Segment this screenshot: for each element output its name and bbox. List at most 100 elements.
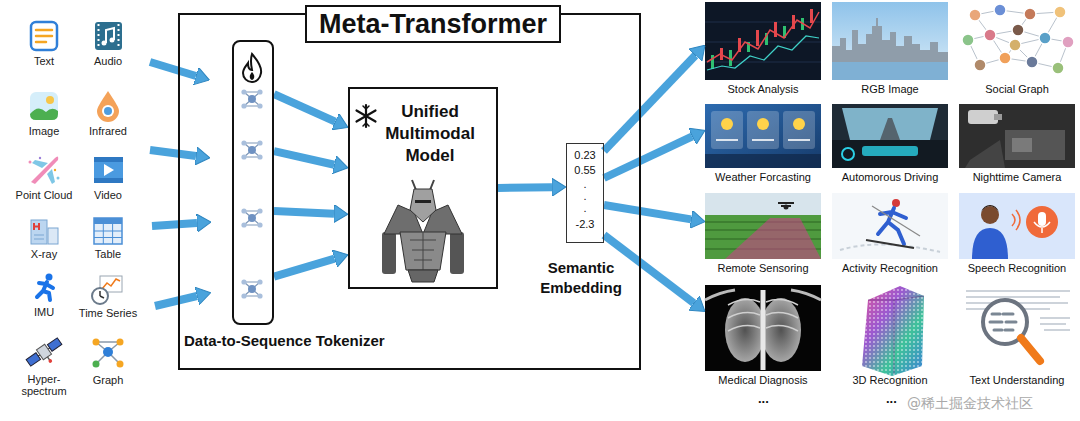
modality-label: IMU <box>12 306 76 318</box>
task-tile: Weather Forcasting <box>705 104 821 184</box>
modality-icon: Table <box>76 214 140 260</box>
xray-icon <box>31 220 47 244</box>
time-series-icon <box>92 276 122 304</box>
graph-icon <box>103 347 113 357</box>
activity-image <box>840 244 940 252</box>
graph-icon <box>96 342 120 364</box>
vector-value: 0.55 <box>567 163 603 178</box>
weather-image <box>747 111 779 149</box>
embedding-vector: 0.230.55...-2.3Semantic Embedding <box>566 143 604 243</box>
social-graph-image <box>1062 36 1074 48</box>
point-cloud-icon <box>57 177 60 180</box>
night-camera-image <box>1012 138 1032 152</box>
tokenizer-icons <box>241 54 262 299</box>
xray-image <box>705 290 821 300</box>
modality-label: Time Series <box>76 307 140 319</box>
modality-label: Graph <box>76 374 140 386</box>
stock-image <box>756 30 759 46</box>
remote-sensing-image <box>705 215 821 259</box>
task-tile: Activity Recognition <box>832 193 948 275</box>
xray-image <box>705 285 821 371</box>
embedding-label: Semantic Embedding <box>538 258 624 298</box>
night-camera-image <box>959 104 1075 168</box>
infrared-icon <box>104 107 112 115</box>
tokenizer-icons <box>243 54 261 82</box>
remote-sensing-image <box>705 193 821 259</box>
activity-image <box>866 240 914 248</box>
point-cloud-image <box>862 286 924 376</box>
weather-image <box>716 139 810 141</box>
text-analysis-image <box>1021 338 1040 361</box>
point-cloud-image <box>862 286 924 376</box>
text-analysis-image <box>990 314 1016 330</box>
social-graph-image <box>1024 8 1036 20</box>
audio-icon <box>106 28 114 43</box>
ellipsis: ... <box>886 391 897 406</box>
time-series-icon <box>102 279 120 289</box>
hyperspectrum-icon <box>36 344 51 360</box>
robot-illustration <box>415 200 431 203</box>
tokenizer-icons <box>241 140 262 159</box>
stock-image <box>705 2 821 80</box>
task-tile: Stock Analysis <box>705 2 821 96</box>
image-icon <box>30 108 58 120</box>
text-icon <box>31 22 57 50</box>
driving-image <box>862 146 918 156</box>
flow-arrow <box>274 259 335 277</box>
weather-image <box>793 118 805 130</box>
robot-illustration <box>450 232 464 274</box>
graph-icon <box>93 361 100 368</box>
table-icon <box>94 218 122 224</box>
night-camera-image <box>965 140 1005 168</box>
activity-image <box>832 193 948 259</box>
city-image <box>832 62 948 80</box>
activity-image <box>832 193 948 259</box>
weather-image <box>757 118 769 130</box>
text-analysis-image <box>966 291 1070 361</box>
input-arrows <box>152 223 197 226</box>
audio-icon <box>110 38 115 43</box>
modality-label: Table <box>76 248 140 260</box>
task-label: Nighttime Camera <box>959 171 1075 184</box>
speech-image <box>1026 206 1058 238</box>
tokenizer-label: Data-to-Sequence Tokenizer <box>184 331 385 350</box>
vector-value: . <box>567 190 603 202</box>
infrared-icon <box>102 105 114 117</box>
modality-label: Audio <box>76 55 140 67</box>
social-graph-image <box>1026 56 1038 68</box>
task-label: Social Graph <box>959 83 1075 96</box>
modality-icon: Text <box>12 21 76 67</box>
flow-arrow <box>604 136 692 178</box>
modality-icon: Hyper- spectrum <box>12 339 76 397</box>
ellipsis: ... <box>758 391 769 406</box>
robot-illustration <box>382 180 464 282</box>
stock-image <box>774 22 777 37</box>
driving-image <box>842 148 854 160</box>
input-arrows <box>150 62 196 76</box>
xray-image <box>705 285 821 371</box>
speech-image <box>981 205 999 212</box>
social-graph-image <box>974 59 986 71</box>
task-label: Medical Diagnosis <box>705 374 821 387</box>
snowflake-icon <box>357 105 376 127</box>
task-tile: RGB Image <box>832 2 948 96</box>
flow-arrow <box>498 183 552 192</box>
audio-icon <box>102 41 107 46</box>
social-graph-image <box>962 4 1074 74</box>
model-box: Unified Multimodal Model <box>348 87 498 289</box>
vector-value: -2.3 <box>567 217 603 232</box>
social-graph-image <box>1054 6 1066 18</box>
tokenizer-box: Data-to-Sequence Tokenizer <box>232 40 274 325</box>
task-label: Remote Sensoring <box>705 262 821 275</box>
xray-image <box>761 290 766 370</box>
robot-illustration <box>382 232 396 274</box>
task-tile: Automorous Driving <box>832 104 948 184</box>
task-tile: Nighttime Camera <box>959 104 1075 184</box>
speech-image <box>981 206 999 224</box>
text-icon <box>36 30 52 42</box>
audio-icon <box>98 24 100 49</box>
weather-image <box>705 154 821 168</box>
point-cloud-icon <box>29 156 60 184</box>
